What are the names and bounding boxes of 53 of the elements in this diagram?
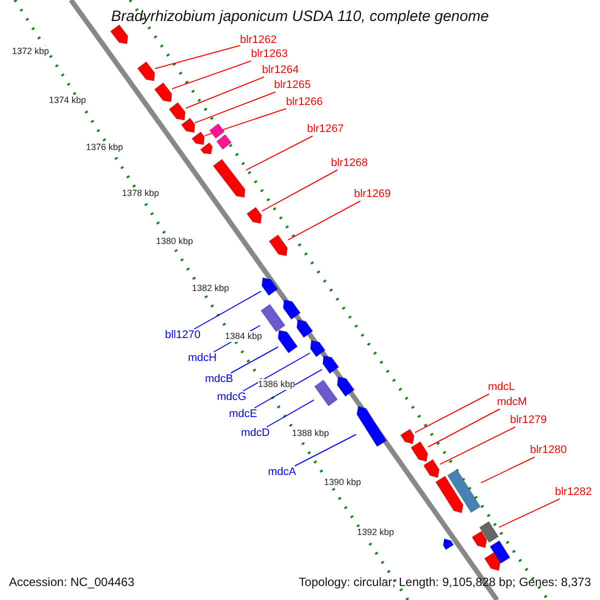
gene-label: blr1267 [307,123,344,136]
gene-label: mdcA [268,466,296,479]
genome-info-text: Topology: circular; Length: 9,105,828 bp; Genes: 8,373 [298,575,591,589]
leader-line [262,170,338,212]
leader-line [242,352,310,392]
gene-label: bll1270 [165,329,200,342]
leader-line [294,434,356,466]
scale-label: 1376 kbp [86,142,124,153]
leader-line [288,200,361,240]
gene-label: blr1262 [240,34,277,47]
leader-line [428,408,500,448]
leader-line [440,426,516,465]
gene-label: mdcM [497,396,527,409]
gene-label: blr1282 [555,486,592,499]
gene-label: blr1279 [510,414,547,427]
gene-label: blr1266 [286,96,323,109]
accession-text: Accession: NC_004463 [9,575,134,589]
leader-line [194,290,262,330]
leader-line [194,92,276,124]
gene-label: mdcD [241,427,270,440]
gene-label: mdcL [488,381,515,394]
gene-label: mdcE [229,408,258,421]
gene-label: blr1265 [274,79,311,92]
scale-label: 1384 kbp [225,331,262,342]
leader-line [172,60,252,90]
scale-label: 1388 kbp [292,428,330,439]
scale-label: 1386 kbp [258,379,296,390]
diagram-title: Bradyrhizobium japonicum USDA 110, complete genome [110,8,490,25]
gene-label: blr1263 [251,48,288,61]
leader-line [246,136,314,171]
leader-line [204,108,286,136]
scale-label: 1392 kbp [357,527,394,538]
gene-label: blr1268 [331,157,368,170]
scale-label: 1382 kbp [192,283,230,294]
gene-label: mdcH [188,352,217,365]
leader-line [480,456,536,484]
leader-line [498,498,560,528]
scale-label: 1374 kbp [49,95,86,106]
scale-label: 1372 kbp [12,46,50,57]
gene-label: blr1280 [530,444,567,457]
gene-label: blr1269 [354,188,391,201]
leader-line [414,394,490,434]
gene-label: mdcB [205,373,234,386]
leader-line [254,368,322,408]
leader-line [230,346,278,374]
scale-label: 1380 kbp [156,236,194,247]
gene-label: blr1264 [262,64,299,77]
gene-label: mdcG [217,391,246,404]
scale-label: 1390 kbp [324,477,362,488]
leader-line [186,76,264,109]
leader-line [154,45,240,70]
scale-label: 1378 kbp [122,188,160,199]
leader-line [266,399,314,428]
